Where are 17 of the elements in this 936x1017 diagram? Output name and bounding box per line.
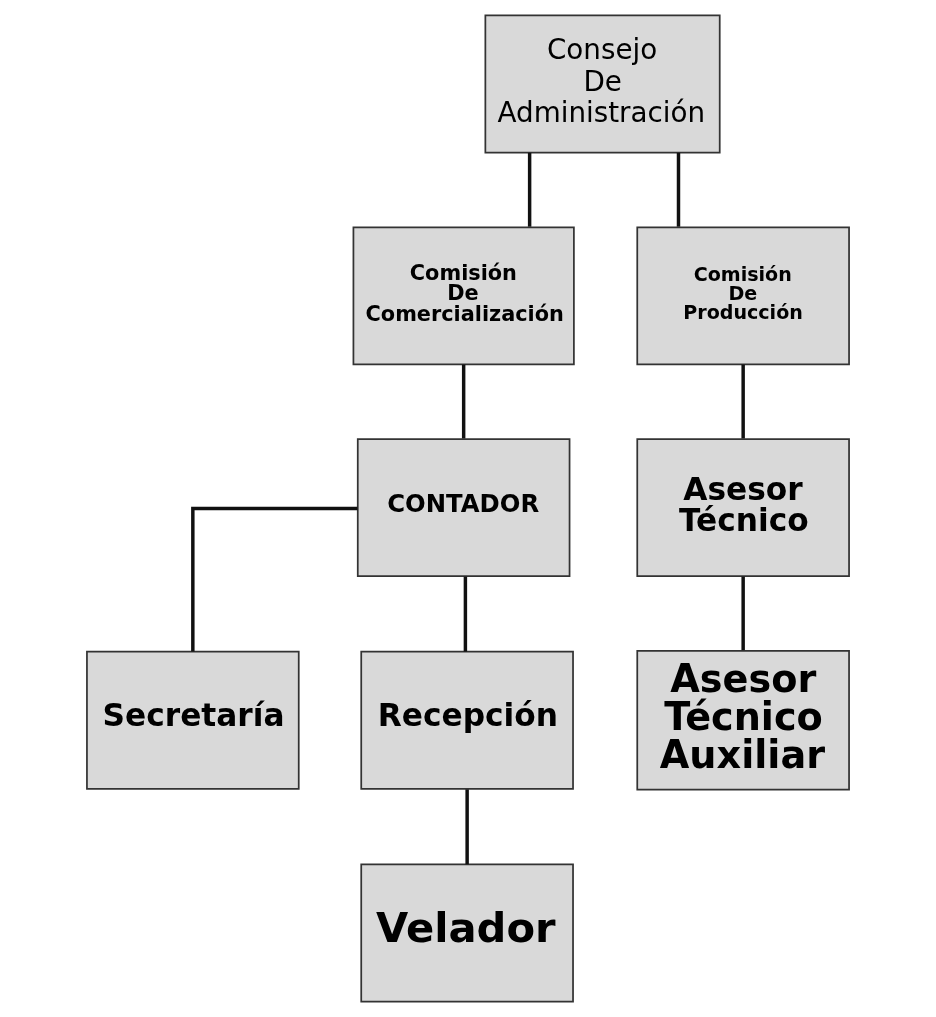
node-box: Recepción <box>360 650 574 790</box>
connector <box>676 152 681 227</box>
node-box: CONTADOR <box>356 438 571 578</box>
node-box: Asesor Técnico Auxiliar <box>636 650 850 791</box>
node-box: Consejo De Administración <box>484 14 721 154</box>
connector <box>461 364 466 439</box>
connector <box>741 364 745 439</box>
node-box: Secretaría <box>86 650 300 790</box>
node-box: Comisión De Comercialización <box>352 226 575 366</box>
connector <box>191 506 358 652</box>
connector <box>527 152 532 227</box>
connector <box>463 576 468 652</box>
node-box: Velador <box>360 863 574 1003</box>
node-box: Asesor Técnico <box>636 438 850 578</box>
node-box: Comisión De Producción <box>636 226 850 366</box>
connector <box>465 789 469 865</box>
connector <box>741 576 745 651</box>
